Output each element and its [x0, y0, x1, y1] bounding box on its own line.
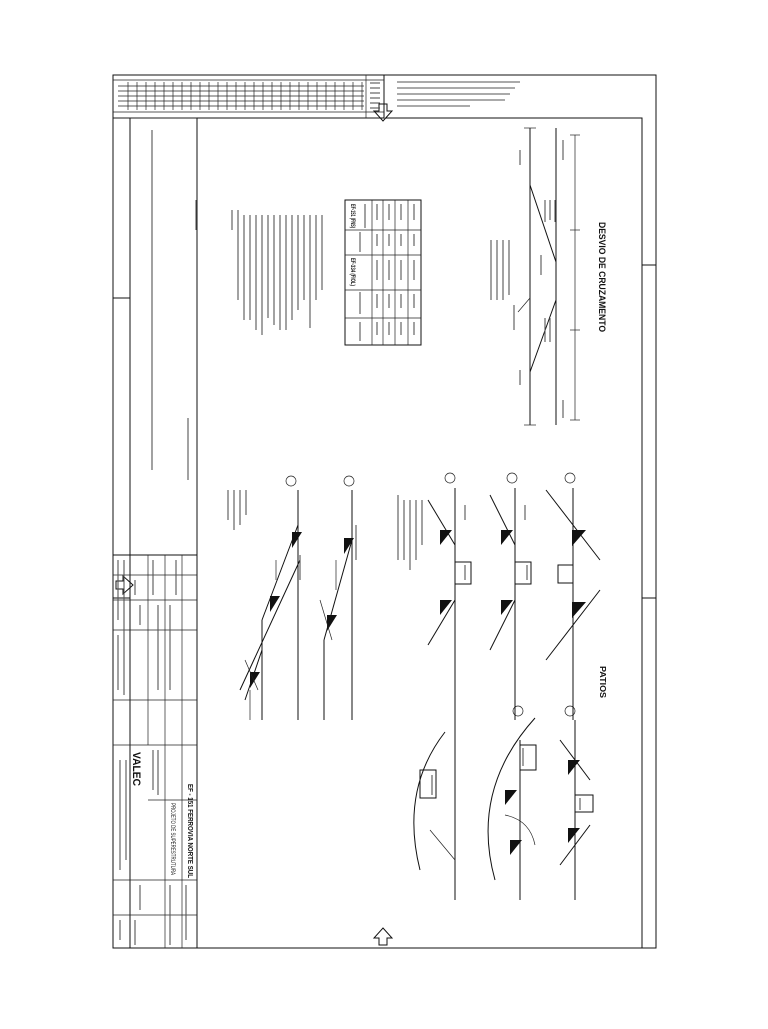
detail-marker [444, 472, 456, 484]
company-logo: VALEC [130, 752, 142, 786]
yard-layout-3 [427, 488, 472, 720]
yard-diagrams [227, 472, 601, 900]
general-notes [231, 210, 323, 335]
crossover-title: DESVIO DE CRUZAMENTO [597, 222, 607, 332]
yard-detail-left [239, 559, 333, 720]
yard-layout-2 [323, 490, 354, 720]
yard-layout-7 [487, 717, 537, 900]
yard-layout-8 [413, 720, 456, 900]
crossover-table: EF-151 (FNS) EF-334 (FIOL) [344, 199, 422, 346]
railway-title: EF - 151 FERROVIA NORTE SUL [186, 784, 193, 879]
yard-layout-4 [489, 488, 532, 720]
table-row-fiol: EF-334 (FIOL) [349, 258, 355, 286]
table-row-fns: EF-151 (FNS) [349, 204, 355, 228]
yards-title: PATIOS [598, 666, 607, 699]
detail-marker [285, 475, 297, 487]
title-block: VALEC PROJETO DE SUPERESTRUTURA EF - 151… [113, 555, 197, 948]
center-arrow-bottom-icon [372, 927, 394, 946]
yard-layout-6 [559, 720, 594, 900]
yard-layout-1 [244, 490, 302, 720]
center-arrow-top-icon [372, 103, 394, 122]
yard-layout-5 [545, 488, 601, 720]
revision-table [112, 74, 385, 119]
detail-marker [564, 705, 576, 717]
detail-marker [506, 472, 518, 484]
detail-marker [512, 705, 524, 717]
ownership-note [397, 81, 520, 107]
crossover-diagram [490, 127, 580, 426]
left-strip [113, 117, 197, 948]
detail-marker [343, 475, 355, 487]
detail-marker [564, 472, 576, 484]
project-title: PROJETO DE SUPERESTRUTURA [169, 803, 175, 875]
